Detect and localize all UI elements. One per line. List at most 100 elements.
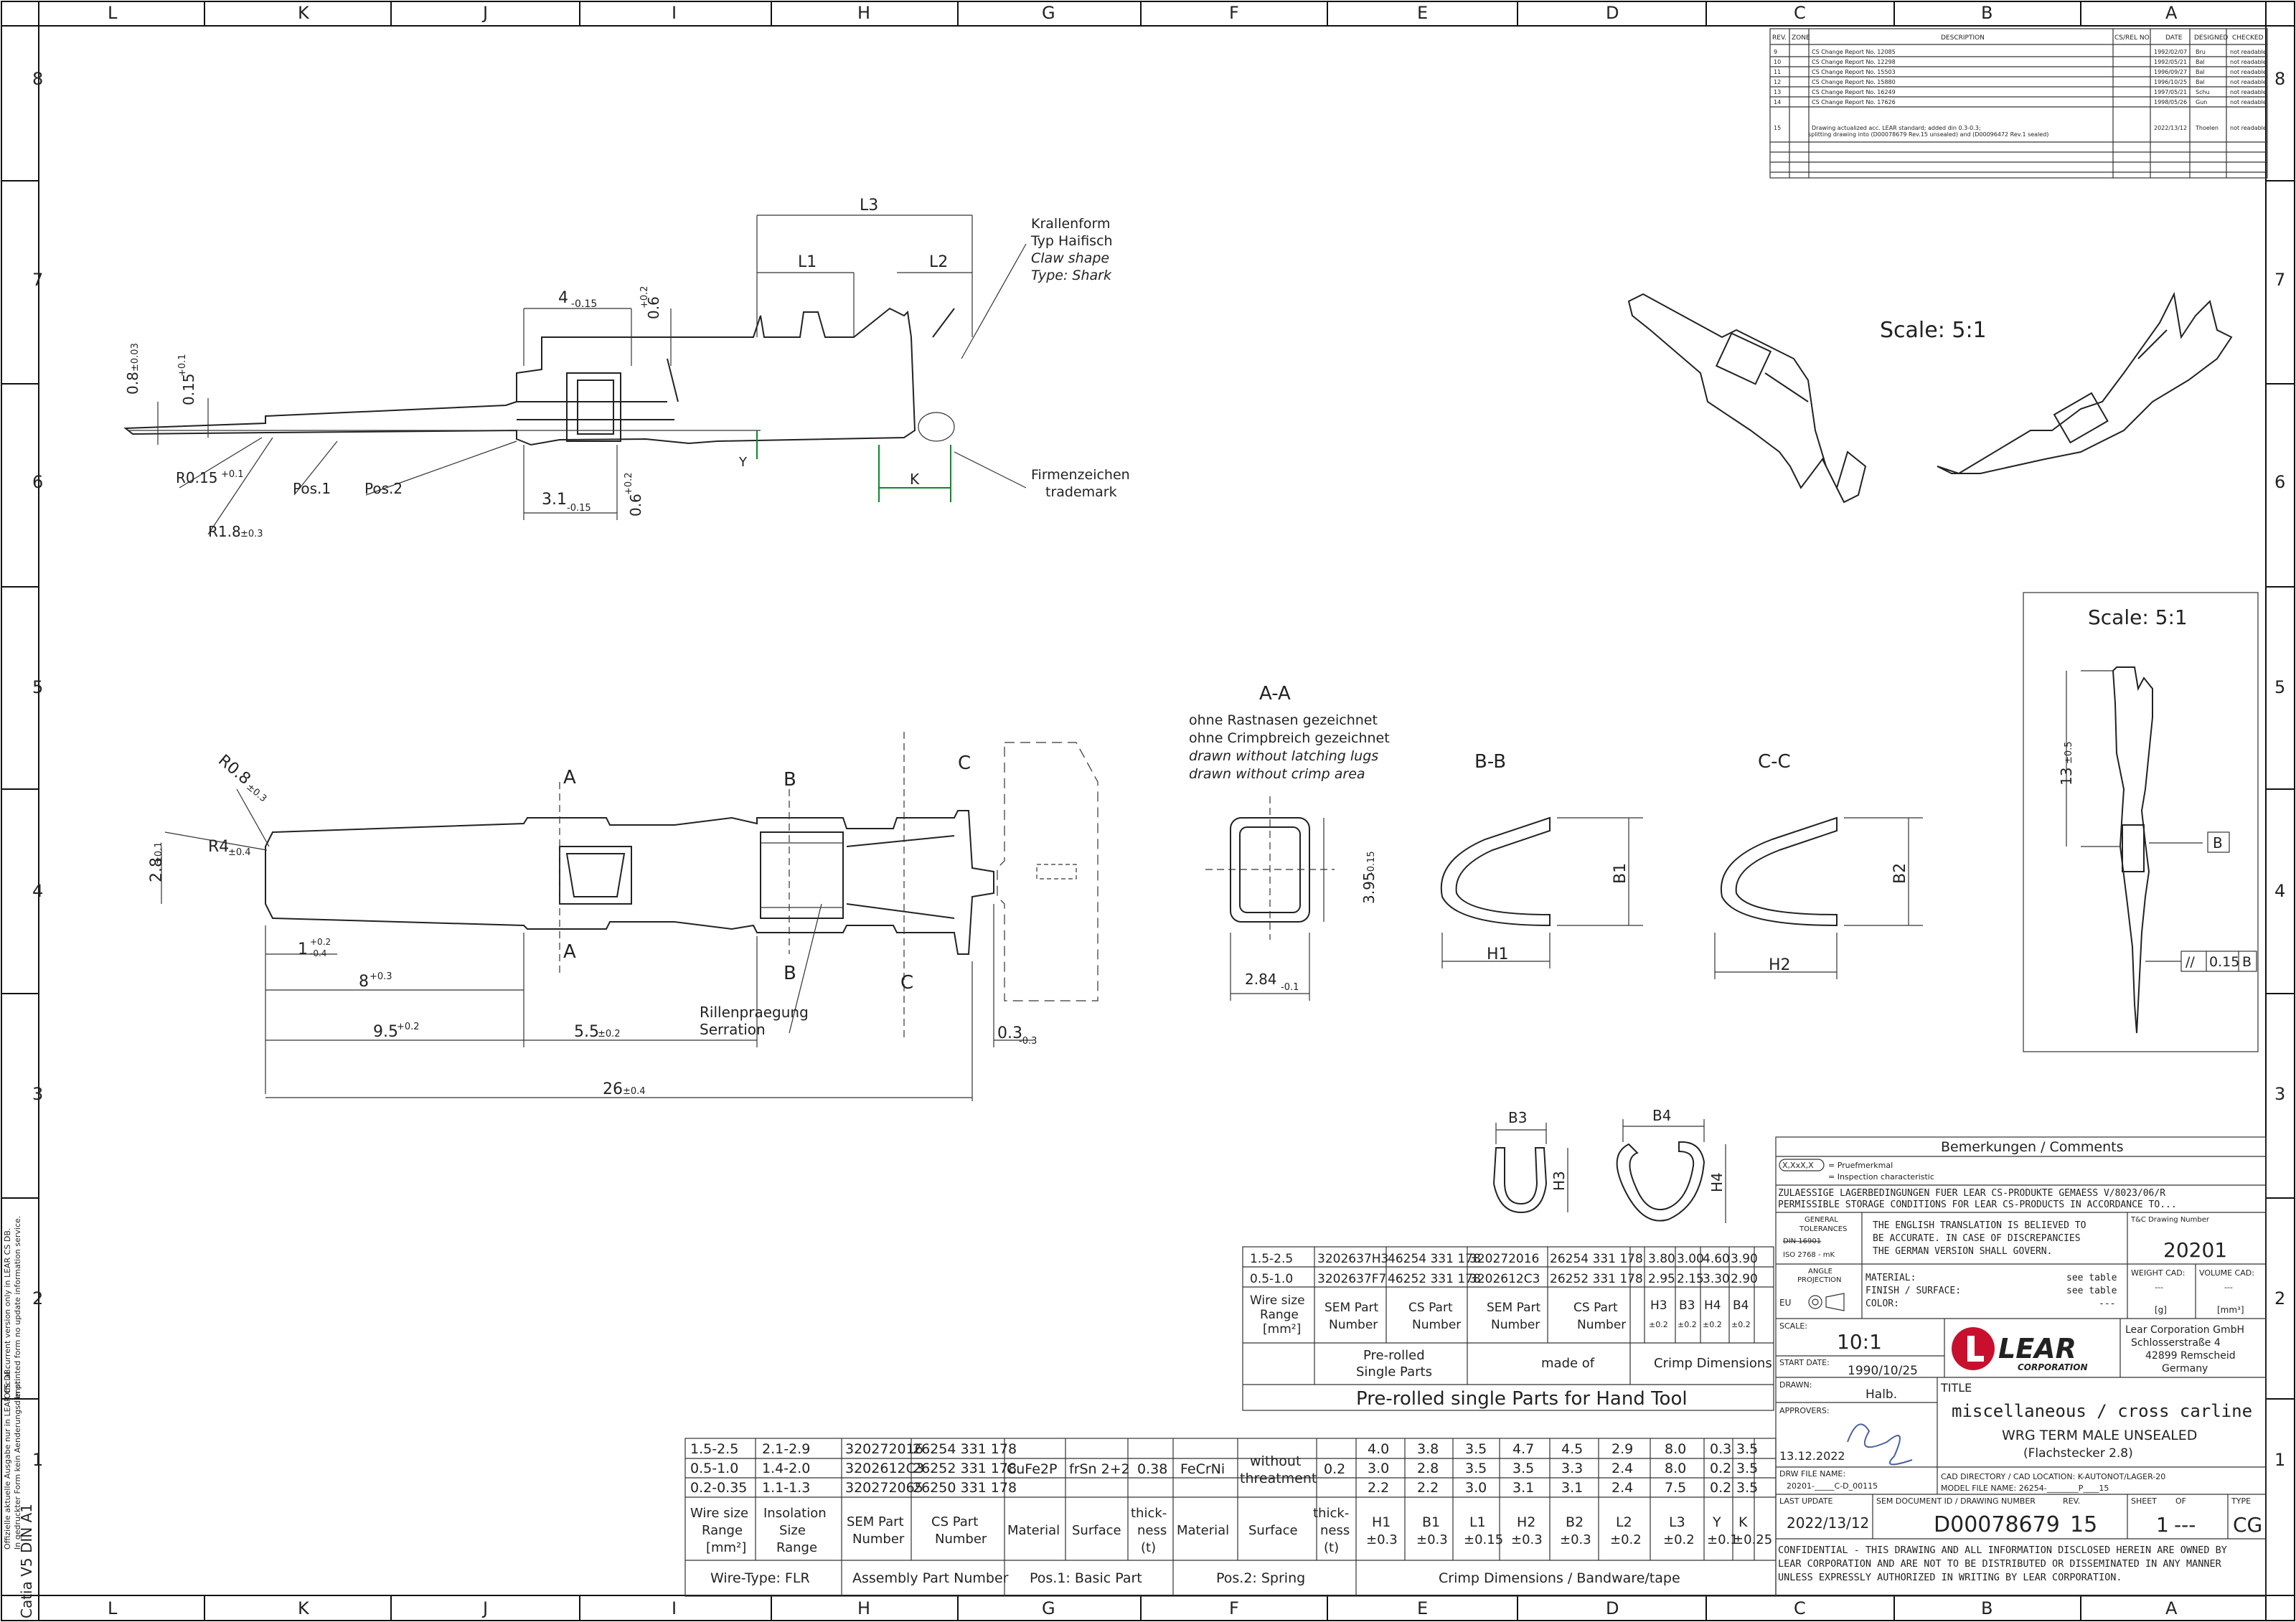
dim-1-tol-a: +0.2 [310,937,331,947]
rev-cell: Schu [2196,89,2210,95]
main-dim-tol: ±0.3 [1416,1532,1448,1547]
column-label-bottom: E [1417,1598,1428,1618]
revision-table: REV. ZONE DESCRIPTION CS/REL NO. DATE DE… [1769,28,2268,179]
column-label-bottom: H [857,1598,870,1618]
preroll-cell: 0.5-1.0 [1250,1272,1293,1286]
rev-cell: not readable [2230,49,2267,55]
front-view: 2.8 ±0.1 R0.8 ±0.3 R4 ±0.4 1 +0.2 -0.4 8… [148,732,1098,1101]
row-label-right: 5 [2274,677,2285,697]
main-dim-tol: ±0.15 [1464,1532,1503,1547]
rev-cell: 13 [1774,89,1781,95]
rev-cell: CS Change Report No. 15503 [1812,69,1896,75]
model-file: MODEL FILE NAME: 26254-________P____15 [1941,1484,2109,1493]
material-value: see table [2066,1273,2117,1283]
main-cell: 2.1-2.9 [762,1441,810,1457]
dim-26-tol: ±0.4 [623,1086,646,1097]
title-line-1: miscellaneous / cross carline [1952,1401,2252,1421]
main-h-thick-1: thick- [1131,1506,1167,1521]
preroll-dim-tol: ±0.2 [1678,1320,1697,1329]
column-label-bottom: J [481,1598,488,1618]
preroll-cell: 46254 331 178 [1388,1252,1481,1266]
dim-03: 0.3 [997,1024,1022,1042]
rev-cell: 1992/05/21 [2154,59,2187,65]
main-thickness2: 0.2 [1324,1461,1345,1477]
main-surface2-2: threatment [1240,1471,1317,1486]
dim-03-tol: -0.3 [1019,1036,1037,1047]
row-label-left: 1 [32,1450,43,1470]
main-h-wire-2: Range [702,1523,743,1538]
preroll-group-single-2: Single Parts [1356,1364,1432,1380]
dim-08-tol: ±0.03 [130,343,141,372]
rev-cell: 11 [1774,69,1781,75]
company-line-3: 42899 Remscheid [2145,1350,2236,1362]
preroll-cell: 3202612C3 [1469,1272,1540,1286]
main-h-ins-1: Insolation [763,1506,827,1521]
section-aa-title: A-A [1259,683,1291,704]
main-cell: 3.5 [1736,1461,1758,1476]
main-cell: 2.4 [1612,1461,1633,1476]
main-surface2-1: without [1250,1453,1301,1469]
column-label-bottom: F [1229,1598,1239,1618]
main-cell: 3.3 [1561,1461,1583,1476]
main-cell: 3202612C3 [845,1461,924,1476]
datum-b: B [2213,834,2223,852]
row-label-left: 8 [32,69,43,89]
rev-cell: 1998/05/26 [2154,99,2187,105]
main-dim-tol: ±0.25 [1733,1532,1772,1547]
rev-cell: 9 [1774,49,1777,55]
column-label-top: I [672,3,677,23]
column-label-top: A [2165,3,2178,23]
dim-b2: B2 [1891,863,1909,884]
column-label-bottom: L [108,1598,118,1618]
dim-8-tol: +0.3 [370,971,392,982]
storage-line-2: PERMISSIBLE STORAGE CONDITIONS FOR LEAR … [1778,1199,2177,1210]
dim-r18-tol: ±0.3 [240,529,263,539]
preroll-cell: 26252 331 178 [1550,1272,1643,1286]
rev-cell: CS Change Report No. 12298 [1812,59,1896,65]
dim-4-tol: -0.15 [571,298,597,310]
characteristic-2: = Inspection characteristic [1828,1172,1934,1182]
main-h-ins-3: Range [776,1540,817,1555]
dim-r015: R0.15 [176,469,217,486]
preroll-dim-tol: ±0.2 [1703,1320,1722,1329]
preroll-dim-head: H3 [1650,1298,1667,1313]
column-label-top: B [1981,3,1992,23]
weight-label: WEIGHT CAD: [2131,1268,2185,1278]
main-cell: 4.5 [1561,1441,1583,1457]
start-date-label: START DATE: [1779,1358,1830,1367]
preroll-h-cs1-2: Number [1412,1318,1461,1332]
main-dim-tol: ±0.2 [1663,1532,1695,1547]
preroll-cell: 2.90 [1731,1272,1758,1286]
preroll-cell: 2.15 [1677,1272,1704,1286]
characteristic-box: X,XxX,X [1782,1161,1814,1170]
rev-cell: Thoelen [2195,125,2219,131]
projection-symbol-icon [1808,1293,1845,1311]
main-cell: 0.2 [1710,1461,1731,1476]
finish-value: see table [2066,1286,2117,1296]
angle-1: ANGLE [1808,1268,1832,1276]
main-dim-tol: ±0.3 [1511,1532,1543,1547]
weight-unit: [g] [2155,1305,2167,1315]
main-cell: 1.4-2.0 [762,1461,810,1476]
preroll-h-sem1-1: SEM Part [1325,1301,1378,1315]
serration-label-1: Rillenpraegung [700,1004,809,1021]
main-cell: 8.0 [1665,1461,1686,1476]
main-h-sem-1: SEM Part [847,1514,904,1529]
section-aa-note-2: ohne Crimpbreich gezeichnet [1189,730,1390,746]
preroll-title: Pre-rolled single Parts for Hand Tool [1356,1388,1688,1410]
dim-284-tol: -0.1 [1281,982,1299,993]
preroll-h-wire-2: Range [1260,1308,1299,1322]
main-h-wire-1: Wire size [690,1506,748,1521]
cad-directory: CAD DIRECTORY / CAD LOCATION: K-AUTONOT/… [1941,1472,2165,1481]
dim-95: 9.5 [373,1023,398,1041]
dim-55-tol: ±0.2 [598,1029,621,1039]
top-view: L3 L1 L2 4 -0.15 0.6 +0.2 0.8 ±0.03 0.15… [123,197,1130,540]
parallelism-value: 0.15 [2209,954,2239,970]
rev-cell: 1992/02/07 [2154,49,2187,55]
section-aa-note-3: drawn without latching lugs [1189,748,1378,764]
dim-31-tol: -0.15 [567,503,591,514]
rev-cell: Bal [2196,69,2205,75]
